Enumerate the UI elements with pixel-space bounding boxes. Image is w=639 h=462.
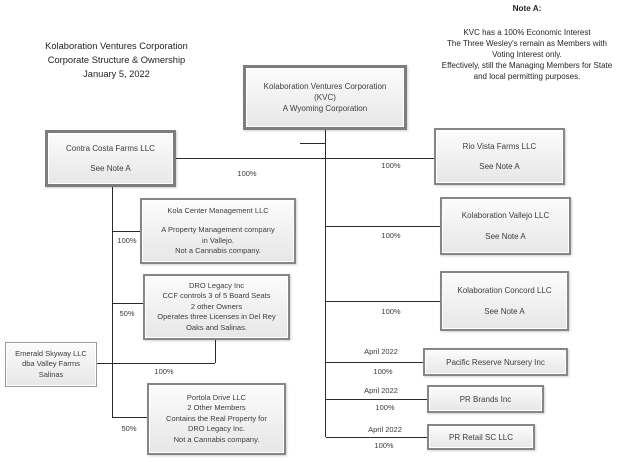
connector-emerald-line (97, 363, 215, 364)
pct-label-rio-vista: 100% (381, 161, 401, 170)
date-label-brands: April 2022 (364, 386, 398, 395)
chart-title-line: Corporate Structure & Ownership (47, 55, 186, 65)
entity-desc: in Vallejo. (202, 235, 234, 245)
entity-desc: DRO Legacy Inc. (187, 424, 246, 434)
chart-title-line: January 5, 2022 (83, 69, 150, 79)
chart-title-line: Kolaboration Ventures Corporation (45, 41, 188, 51)
entity-desc: CCF controls 3 of 5 Board Seats (162, 291, 271, 301)
entity-name: Kola Center Management LLC (167, 205, 269, 215)
box-pacific-reserve-nursery: Pacific Reserve Nursery Inc (423, 348, 568, 376)
pct-label-concord: 100% (381, 307, 401, 316)
connector-branch-rio-vista (326, 158, 434, 159)
date-label-retail: April 2022 (368, 425, 402, 434)
entity-desc: Salinas (38, 369, 64, 379)
box-kolaboration-concord: Kolaboration Concord LLC See Note A (440, 271, 569, 331)
connector-branch-pacific (326, 362, 423, 363)
chart-title: Kolaboration Ventures Corporation Corpor… (6, 39, 227, 81)
note-a: Note A: KVC has a 100% Economic Interest… (415, 3, 639, 82)
pct-label-brands: 100% (375, 403, 395, 412)
entity-note-ref: See Note A (479, 162, 520, 171)
entity-note-ref: See Note A (484, 307, 525, 316)
box-pr-brands: PR Brands Inc (427, 385, 544, 413)
box-contra-costa-farms: Contra Costa Farms LLC See Note A (45, 130, 176, 187)
entity-desc: A Property Management company (161, 225, 275, 234)
box-kolaboration-vallejo: Kolaboration Vallejo LLC See Note A (440, 197, 571, 255)
entity-desc: 2 Other Members (187, 403, 246, 413)
date-label-pacific: April 2022 (364, 347, 398, 356)
pct-label-vallejo: 100% (381, 231, 401, 240)
connector-branch-contra-costa (176, 158, 325, 159)
entity-name: PR Retail SC LLC (448, 432, 514, 442)
entity-abbr: (KVC) (314, 93, 336, 102)
entity-name: Kolaboration Vallejo LLC (461, 211, 550, 221)
entity-name: DRO Legacy Inc (188, 280, 245, 290)
entity-desc: dba Valley Farms (22, 359, 80, 369)
box-emerald-skyway: Emerald Skyway LLC dba Valley Farms Sali… (5, 342, 97, 387)
pct-label-emerald: 100% (154, 367, 174, 376)
entity-name: PR Brands Inc (459, 394, 512, 404)
entity-desc: Not a Cannabis company. (173, 434, 260, 444)
connector-contra-costa-trunk (112, 187, 113, 418)
connector-dro-to-emerald (215, 340, 216, 363)
entity-name: Emerald Skyway LLC (15, 348, 87, 358)
entity-name: Rio Vista Farms LLC (462, 142, 537, 151)
entity-desc: Not a Cannabis company. (175, 246, 261, 255)
connector-branch-kola-center (113, 231, 140, 232)
box-dro-legacy: DRO Legacy Inc CCF controls 3 of 5 Board… (143, 274, 290, 340)
entity-note-ref: See Note A (485, 231, 526, 241)
box-portola-drive: Portola Drive LLC 2 Other Members Contai… (147, 383, 286, 455)
entity-name: Kolaboration Ventures Corporation (263, 82, 387, 91)
box-rio-vista-farms: Rio Vista Farms LLC See Note A (434, 128, 565, 185)
note-a-line: The Three Wesley's remain as Members wit… (447, 39, 607, 48)
connector-branch-retail (326, 437, 427, 438)
connector-branch-vallejo (326, 226, 440, 227)
entity-name: Portola Drive LLC (186, 392, 247, 402)
pct-label-retail: 100% (374, 441, 394, 450)
note-a-line: Voting Interest only. (492, 50, 562, 59)
note-a-line: KVC has a 100% Economic Interest (463, 28, 591, 37)
entity-desc: 2 other Owners (190, 301, 243, 311)
entity-note-ref: See Note A (90, 163, 131, 173)
connector-kvc-stub (300, 143, 325, 144)
pct-label-contra-costa: 100% (237, 169, 257, 178)
pct-label-dro-legacy: 50% (119, 309, 135, 318)
note-a-heading: Note A: (512, 4, 542, 13)
pct-label-portola: 50% (121, 424, 137, 433)
entity-name: Kolaboration Concord LLC (457, 286, 552, 295)
note-a-line: and local permitting purposes. (473, 72, 581, 81)
box-kola-center-management: Kola Center Management LLC A Property Ma… (140, 198, 296, 264)
note-a-line: Effectively, still the Managing Members … (441, 61, 613, 70)
connector-branch-brands (326, 399, 427, 400)
entity-name: Pacific Reserve Nursery Inc (446, 357, 545, 367)
connector-kvc-trunk (325, 130, 326, 437)
entity-name: Contra Costa Farms LLC (66, 144, 155, 154)
entity-desc: Oaks and Salinas. (186, 322, 247, 332)
entity-desc: Operates three Licenses in Del Rey (157, 312, 276, 322)
connector-branch-concord (326, 301, 440, 302)
box-pr-retail-sc: PR Retail SC LLC (427, 424, 535, 450)
pct-label-pacific: 100% (373, 367, 393, 376)
connector-branch-portola (113, 417, 147, 418)
pct-label-kola-center: 100% (117, 236, 137, 245)
connector-branch-dro-legacy (113, 303, 143, 304)
entity-desc: Contains the Real Property for (166, 413, 267, 423)
entity-desc: A Wyoming Corporation (282, 104, 368, 113)
box-kvc: Kolaboration Ventures Corporation (KVC) … (243, 65, 407, 130)
